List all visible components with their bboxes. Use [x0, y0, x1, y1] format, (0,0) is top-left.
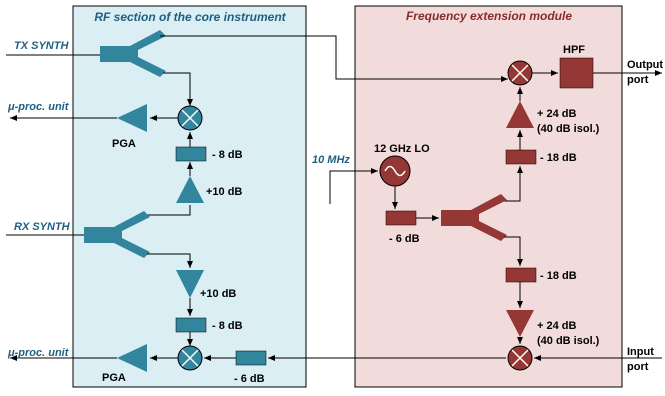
amplifier-24db-bottom: [506, 310, 534, 337]
splitter-lo: [441, 194, 507, 241]
output-port-label-1: Output: [627, 59, 663, 71]
amplifier-10db-bottom: [176, 270, 204, 298]
ref-10mhz-label: 10 MHz: [312, 154, 350, 166]
output-port-label-2: port: [627, 74, 649, 86]
attenuator-6db-left: [235, 350, 267, 366]
right-panel-title: Frequency extension module: [406, 9, 572, 23]
mixer-top-left: [177, 105, 203, 131]
amp-24db-top-label-2: (40 dB isol.): [537, 123, 600, 135]
att-6db-left-label: - 6 dB: [234, 373, 265, 385]
pga-top: [117, 104, 147, 132]
left-panel-title: RF section of the core instrument: [94, 10, 286, 24]
pga-top-label: PGA: [112, 138, 136, 150]
rx-synth-label: RX SYNTH: [14, 221, 71, 233]
amp-10db-top-label: +10 dB: [206, 186, 242, 198]
lo-12ghz-label: 12 GHz LO: [374, 143, 430, 155]
uproc-bottom-label: μ-proc. unit: [7, 347, 70, 359]
att-6db-lo-label: - 6 dB: [389, 233, 420, 245]
splitter-rx: [84, 211, 150, 258]
amplifier-10db-top: [176, 176, 204, 203]
attenuator-18db-top: [505, 149, 537, 165]
uproc-top-label: μ-proc. unit: [7, 101, 70, 113]
attenuator-8db-top: [175, 146, 207, 162]
mixer-top-right: [507, 60, 533, 86]
oscillator-12ghz-lo: [379, 155, 411, 187]
att-8db-bottom-label: - 8 dB: [212, 320, 243, 332]
amp-24db-bottom-label-2: (40 dB isol.): [537, 335, 600, 347]
pga-bottom-label: PGA: [102, 372, 126, 384]
pga-bottom: [117, 344, 147, 372]
att-18db-bottom-label: - 18 dB: [540, 270, 577, 282]
attenuator-8db-bottom: [175, 317, 207, 333]
amplifier-24db-top: [506, 101, 534, 128]
attenuator-6db-lo: [385, 210, 417, 226]
splitter-tx: [100, 30, 166, 77]
attenuator-18db-bottom: [505, 267, 537, 283]
amp-24db-top-label-1: + 24 dB: [537, 108, 576, 120]
amp-24db-bottom-label-1: + 24 dB: [537, 320, 576, 332]
mixer-bottom-left: [177, 345, 203, 371]
att-18db-top-label: - 18 dB: [540, 152, 577, 164]
high-pass-filter: [559, 57, 594, 89]
mixer-bottom-right: [507, 345, 533, 371]
att-8db-top-label: - 8 dB: [212, 149, 243, 161]
amp-10db-bottom-label: +10 dB: [200, 288, 236, 300]
hpf-label: HPF: [563, 44, 585, 56]
input-port-label-1: Input: [627, 346, 654, 358]
tx-synth-label: TX SYNTH: [14, 40, 69, 52]
input-port-label-2: port: [627, 361, 649, 373]
